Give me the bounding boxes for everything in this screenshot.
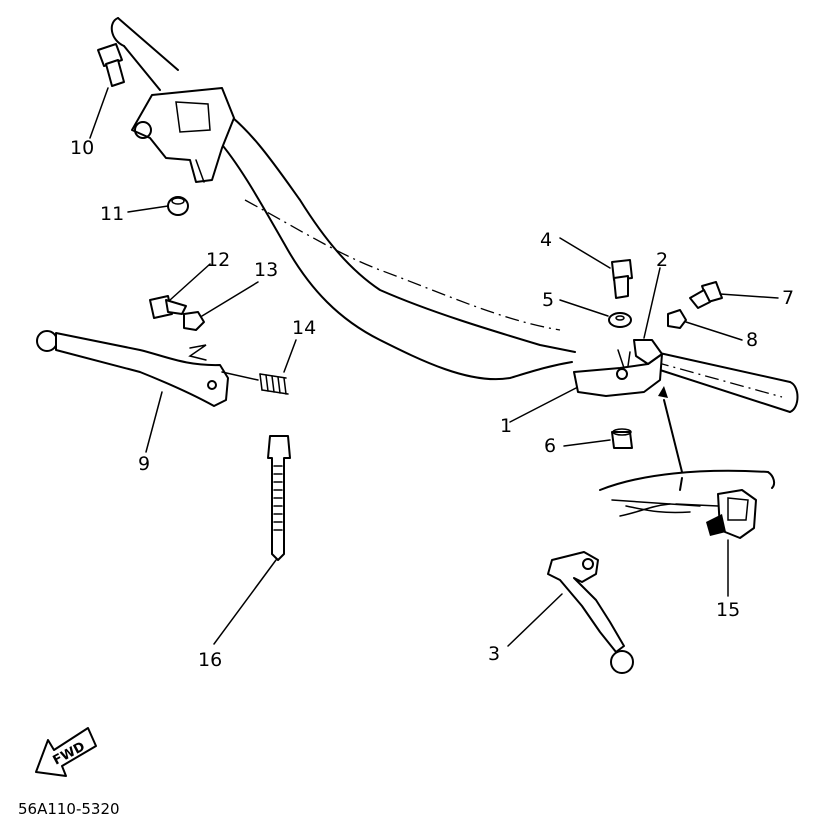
leader-4 (559, 237, 611, 269)
leader-12 (169, 263, 211, 301)
part-8-nut (667, 309, 687, 329)
leader-2 (643, 267, 661, 339)
leader-1 (509, 387, 577, 423)
leader-13 (201, 281, 259, 317)
callout-3: 3 (488, 643, 500, 665)
part-5-washer (608, 312, 632, 328)
callout-5: 5 (542, 289, 554, 311)
callout-7: 7 (782, 287, 794, 309)
leader-5 (559, 299, 609, 317)
leader-8 (685, 321, 743, 341)
leader-3 (507, 593, 563, 647)
left-lever-holder (131, 87, 235, 183)
part-4-bolt (611, 259, 633, 299)
leader-6 (563, 439, 611, 447)
handlebar (110, 17, 799, 413)
callout-labels: 1 2 3 4 5 6 7 8 9 10 11 12 13 14 15 16 (70, 137, 794, 671)
leader-11 (127, 205, 169, 213)
leader-lines (89, 87, 779, 647)
inset-detail (599, 469, 776, 539)
callout-9: 9 (138, 453, 150, 475)
callout-6: 6 (544, 435, 556, 457)
part-16-cable-tie (267, 435, 291, 561)
part-7-bolt (689, 281, 723, 309)
part-13-nut (183, 311, 205, 331)
part-10-bolt (97, 43, 125, 87)
callout-12: 12 (206, 249, 230, 271)
callout-16: 16 (198, 649, 222, 671)
fwd-arrow: FWD (35, 727, 97, 777)
leader-10 (89, 87, 109, 139)
callout-13: 13 (254, 259, 278, 281)
callout-4: 4 (540, 229, 552, 251)
part-14-spring (221, 371, 289, 395)
part-11-nut (167, 196, 189, 216)
callout-11: 11 (100, 203, 124, 225)
callout-1: 1 (500, 415, 512, 437)
callout-8: 8 (746, 329, 758, 351)
callout-15: 15 (716, 599, 740, 621)
part-12-bolt (149, 295, 187, 319)
leader-7 (719, 293, 779, 299)
leader-14 (283, 339, 297, 373)
inset-arrow (658, 386, 683, 473)
part-6-nut (611, 428, 633, 449)
leader-16 (213, 559, 277, 645)
callout-2: 2 (656, 249, 668, 271)
leader-9 (145, 391, 163, 453)
part-3-lever (547, 551, 634, 674)
part-9-lever (36, 330, 229, 407)
part-1-perch (573, 339, 663, 397)
callout-10: 10 (70, 137, 94, 159)
callout-14: 14 (292, 317, 316, 339)
drawing-code: 56A110-5320 (18, 800, 120, 818)
